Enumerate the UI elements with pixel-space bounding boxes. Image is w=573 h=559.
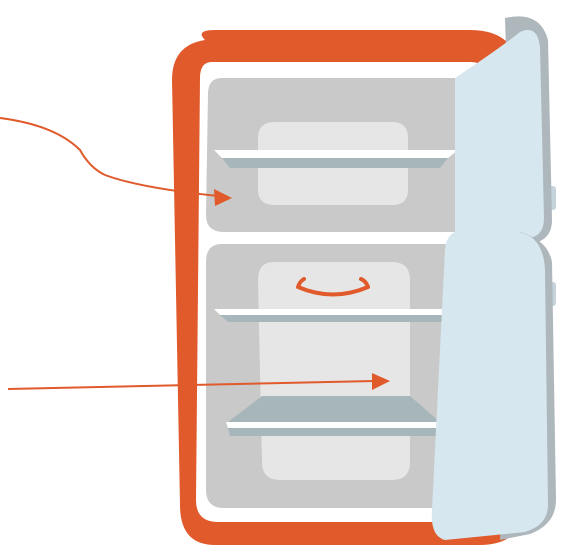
pointer-arrow-freezer xyxy=(0,117,232,206)
arrow-line xyxy=(0,117,219,197)
shelf xyxy=(214,309,452,322)
shelf xyxy=(214,150,458,168)
freezer-door xyxy=(455,16,552,244)
arrow-head xyxy=(214,189,232,206)
shelf-top xyxy=(214,309,452,315)
shelf-back-face xyxy=(228,396,440,422)
shelf-front xyxy=(220,315,448,322)
smile-mark xyxy=(296,277,370,297)
door-face xyxy=(431,229,548,540)
fridge-compartment xyxy=(206,244,474,508)
arrow-line xyxy=(7,380,375,390)
door-face xyxy=(455,30,544,238)
freezer-compartment xyxy=(206,78,474,232)
shelf-front xyxy=(228,428,438,436)
shelf-top xyxy=(226,422,440,428)
arrow-head xyxy=(372,373,390,390)
shelf-top xyxy=(214,150,458,158)
fridge-door xyxy=(431,229,556,540)
shelf xyxy=(226,396,440,436)
shelf-front xyxy=(222,158,448,168)
pointer-arrow-fridge xyxy=(7,373,390,390)
